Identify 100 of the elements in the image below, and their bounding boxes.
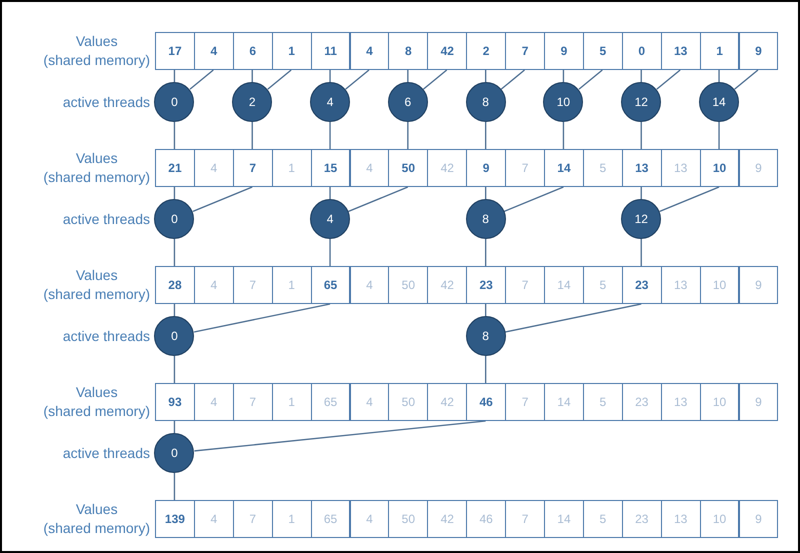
value-cell — [660, 500, 701, 538]
value-cell — [388, 500, 428, 538]
connector-line — [485, 70, 486, 82]
cell-value: 4 — [366, 278, 373, 292]
connector-line — [640, 122, 642, 149]
value-cell — [350, 149, 390, 187]
connector-line — [252, 122, 253, 149]
cell-value: 14 — [557, 512, 571, 526]
value-cell — [544, 500, 584, 538]
connector-line — [174, 473, 176, 500]
row-label: active threads — [62, 444, 150, 462]
row-label: Values (shared memory) — [43, 32, 150, 70]
value-cell — [310, 149, 350, 187]
cell-value: 21 — [168, 161, 182, 175]
cell-value: 2 — [482, 44, 490, 58]
cell-value: 50 — [402, 395, 416, 409]
value-cell — [232, 500, 273, 538]
cell-value: 7 — [522, 44, 528, 58]
connector-line — [174, 356, 176, 383]
value-cell — [155, 32, 195, 70]
value-cell — [622, 383, 662, 421]
cell-value: 9 — [755, 44, 762, 58]
value-cell — [155, 383, 195, 421]
thread-circle: 0 — [154, 433, 194, 473]
value-cell — [155, 500, 195, 538]
cell-value: 14 — [557, 161, 571, 175]
value-cell — [700, 32, 740, 70]
value-cell — [660, 32, 701, 70]
cell-value: 7 — [522, 161, 528, 175]
cell-value: 17 — [168, 44, 182, 58]
thread-circle: 2 — [232, 82, 272, 122]
connector-line — [485, 304, 486, 316]
value-cell — [582, 149, 623, 187]
value-cell — [427, 383, 468, 421]
connector-line — [640, 187, 642, 199]
connector-line — [485, 122, 486, 149]
thread-circle: 8 — [466, 316, 506, 356]
thread-circle: 12 — [621, 199, 662, 239]
value-cell — [388, 32, 428, 70]
value-cell — [232, 383, 273, 421]
value-cell — [700, 500, 740, 538]
value-cell — [466, 500, 506, 538]
cell-value: 10 — [712, 395, 726, 409]
value-cell — [582, 266, 623, 304]
value-cell — [350, 383, 390, 421]
connector-line — [329, 122, 331, 149]
cell-value: 50 — [402, 512, 416, 526]
cell-value: 23 — [635, 512, 648, 526]
thread-circle: 8 — [466, 82, 506, 122]
connector-line — [174, 304, 176, 316]
value-cell — [738, 383, 778, 421]
value-cell — [466, 32, 506, 70]
cell-value: 50 — [402, 161, 416, 175]
value-cell — [622, 149, 662, 187]
value-cell — [427, 266, 468, 304]
thread-circle: 0 — [154, 82, 194, 122]
cell-value: 5 — [599, 161, 606, 175]
cell-value: 5 — [599, 44, 606, 58]
cell-value: 65 — [324, 512, 338, 526]
value-cell — [310, 266, 350, 304]
value-cell — [622, 500, 662, 538]
value-cell — [505, 149, 545, 187]
value-cell — [350, 32, 390, 70]
row-label: Values (shared memory) — [43, 383, 150, 421]
connector-line — [485, 356, 486, 383]
value-cell — [194, 32, 234, 70]
value-cell — [582, 383, 623, 421]
cell-value: 14 — [557, 278, 571, 292]
cell-value: 9 — [560, 44, 568, 58]
thread-circle: 0 — [154, 316, 194, 356]
cell-value: 42 — [440, 512, 454, 526]
value-cell — [660, 149, 701, 187]
value-cell — [660, 383, 701, 421]
value-cell — [310, 32, 350, 70]
cell-value: 4 — [210, 44, 218, 58]
cell-value: 13 — [674, 395, 688, 409]
connector-line — [505, 303, 642, 333]
connector-line — [640, 239, 642, 266]
value-cell — [700, 383, 740, 421]
cell-value: 4 — [366, 512, 373, 526]
row-label: Values (shared memory) — [43, 149, 150, 187]
cell-value: 4 — [366, 44, 373, 58]
connector-line — [174, 122, 176, 149]
thread-circle: 4 — [310, 82, 350, 122]
cell-value: 46 — [479, 512, 493, 526]
cell-value: 4 — [210, 161, 218, 175]
value-cell — [505, 383, 545, 421]
value-cell — [544, 149, 584, 187]
value-cell — [466, 266, 506, 304]
cell-value: 0 — [638, 44, 646, 58]
connector-line — [407, 70, 408, 82]
value-cell — [194, 383, 234, 421]
cell-value: 139 — [164, 512, 185, 526]
thread-circle: 4 — [310, 199, 350, 239]
value-cell — [427, 32, 468, 70]
value-cell — [427, 149, 468, 187]
cell-value: 13 — [674, 161, 688, 175]
cell-value: 8 — [404, 44, 412, 58]
connector-line — [174, 187, 176, 199]
value-cell — [232, 266, 273, 304]
